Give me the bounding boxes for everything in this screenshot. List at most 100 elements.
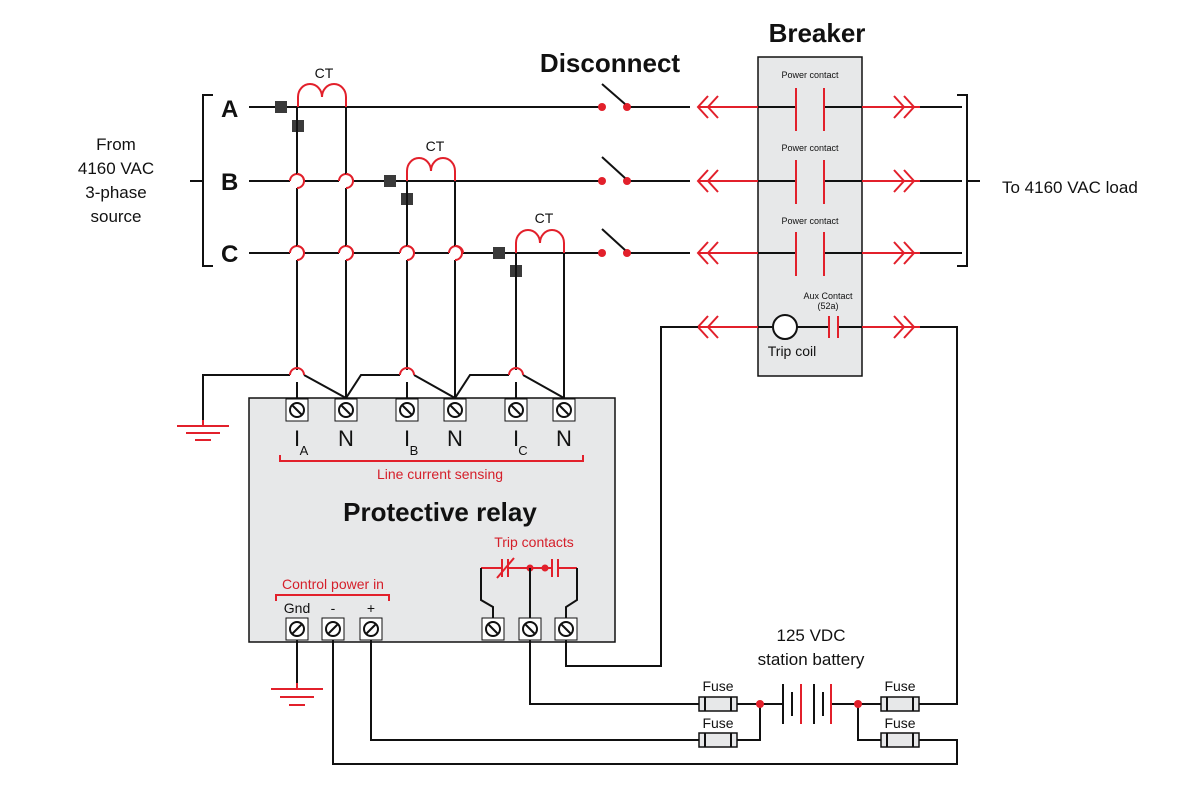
relay-trip-terminals [481, 617, 578, 641]
terminal-label: N [556, 426, 572, 451]
disconnect-title: Disconnect [540, 48, 680, 78]
terminal-ia[interactable] [285, 398, 309, 422]
relay-power-terminals [285, 617, 383, 641]
rack-connector-left-c [696, 241, 758, 265]
rack-connector-right-trip [862, 315, 920, 339]
fuse-top-right: Fuse [880, 678, 920, 712]
aux-contact-label: Aux Contact [803, 291, 853, 301]
power-contact-b: Power contact [758, 143, 862, 204]
fuse-top-left: Fuse [698, 678, 738, 712]
power-contact-a: Power contact [758, 70, 862, 131]
junction-dot [854, 700, 862, 708]
ct-c: CT [493, 210, 565, 277]
battery-label-line: 125 VDC [777, 626, 846, 645]
terminal-trip-common[interactable] [518, 617, 542, 641]
aux-contact-code: (52a) [817, 301, 838, 311]
power-contact-label: Power contact [781, 216, 839, 226]
ct-polarity-mark [384, 175, 396, 187]
control-power-label: Control power in [282, 576, 384, 592]
terminal-ic[interactable] [504, 398, 528, 422]
breaker-title: Breaker [769, 18, 866, 48]
trip-coil-label: Trip coil [768, 343, 817, 359]
fuse-label: Fuse [702, 715, 733, 731]
terminal-label: I [294, 426, 300, 451]
power-terminal-label-neg: - [331, 600, 336, 616]
terminal-label: N [338, 426, 354, 451]
disconnect-switch-b[interactable] [598, 156, 631, 185]
fuse-label: Fuse [884, 678, 915, 694]
ia-hop-lead [296, 382, 517, 398]
rack-connector-left-trip [696, 315, 758, 339]
ct-winding [297, 83, 347, 107]
rack-connector-right-b [862, 169, 920, 193]
source-label-line: 4160 VAC [78, 159, 154, 178]
terminal-pos[interactable] [359, 617, 383, 641]
power-terminal-label-gnd: Gnd [284, 600, 310, 616]
source-label-line: 3-phase [85, 183, 146, 202]
disconnect-switch-c[interactable] [598, 228, 631, 257]
terminal-label: N [447, 426, 463, 451]
disconnect-switch-a[interactable] [598, 83, 631, 111]
trip-coil-symbol [772, 314, 798, 340]
terminal-n-c[interactable] [552, 398, 576, 422]
terminal-n-b[interactable] [443, 398, 467, 422]
terminal-gnd[interactable] [285, 617, 309, 641]
phase-c-hops [289, 245, 464, 254]
line-current-sensing-label: Line current sensing [377, 466, 503, 482]
power-contact-label: Power contact [781, 143, 839, 153]
fuse-label: Fuse [884, 715, 915, 731]
control-power-bracket [275, 594, 390, 601]
ct-b-secondary-wires [406, 181, 456, 398]
ct-winding [515, 229, 565, 253]
terminal-label: I [513, 426, 519, 451]
rack-connector-left-b [696, 169, 758, 193]
terminal-label: I [404, 426, 410, 451]
relay-pos-wire [370, 640, 699, 741]
terminal-label-sub: C [518, 443, 527, 458]
terminal-neg[interactable] [321, 617, 345, 641]
ct-c-secondary-wires [515, 253, 565, 398]
ground-symbol [271, 683, 323, 706]
ct-a: CT [275, 65, 347, 132]
relay-input-terminals [285, 398, 576, 422]
ground-symbol [177, 420, 229, 441]
battery-label-line: station battery [758, 650, 865, 669]
battery-pos-wire [857, 704, 881, 741]
protective-relay-box [248, 397, 616, 643]
fuse-label: Fuse [702, 678, 733, 694]
terminal-ib[interactable] [395, 398, 419, 422]
trip-contacts-symbol [480, 557, 578, 618]
trip-contacts-label: Trip contacts [494, 534, 574, 550]
load-label: To 4160 VAC load [1002, 178, 1138, 197]
source-label: From 4160 VAC 3-phase source [78, 135, 154, 226]
power-contact-c: Power contact [758, 216, 862, 276]
trip-wire-to-breaker [565, 326, 698, 667]
terminal-trip-nc[interactable] [481, 617, 505, 641]
terminal-label-sub: B [410, 443, 419, 458]
fuse-bottom-left: Fuse [698, 715, 738, 748]
relay-neg-wire [332, 640, 958, 765]
ct-polarity-mark [275, 101, 287, 113]
junction-dot [756, 700, 764, 708]
battery-neg-wire [737, 704, 761, 741]
terminal-n-a[interactable] [334, 398, 358, 422]
phase-label-c: C [221, 241, 238, 268]
ground-bus-wire [202, 374, 565, 420]
source-label-line: From [96, 135, 136, 154]
rack-connector-right-c [862, 241, 920, 265]
trip-common-wire [529, 640, 699, 705]
relay-title: Protective relay [343, 497, 537, 527]
terminal-trip-no[interactable] [554, 617, 578, 641]
terminal-label-sub: A [300, 443, 309, 458]
phase-label-a: A [221, 96, 238, 123]
rack-connector-left-a [696, 95, 758, 119]
phase-label-b: B [221, 169, 238, 196]
power-terminal-label-pos: + [367, 600, 375, 616]
breaker-box [757, 56, 863, 377]
ct-b-secondary-hops [406, 245, 463, 261]
rack-connector-right-a [862, 95, 920, 119]
fuse-bottom-right: Fuse [880, 715, 920, 748]
ct-label: CT [315, 65, 334, 81]
ct-a-secondary-hops [296, 173, 354, 261]
